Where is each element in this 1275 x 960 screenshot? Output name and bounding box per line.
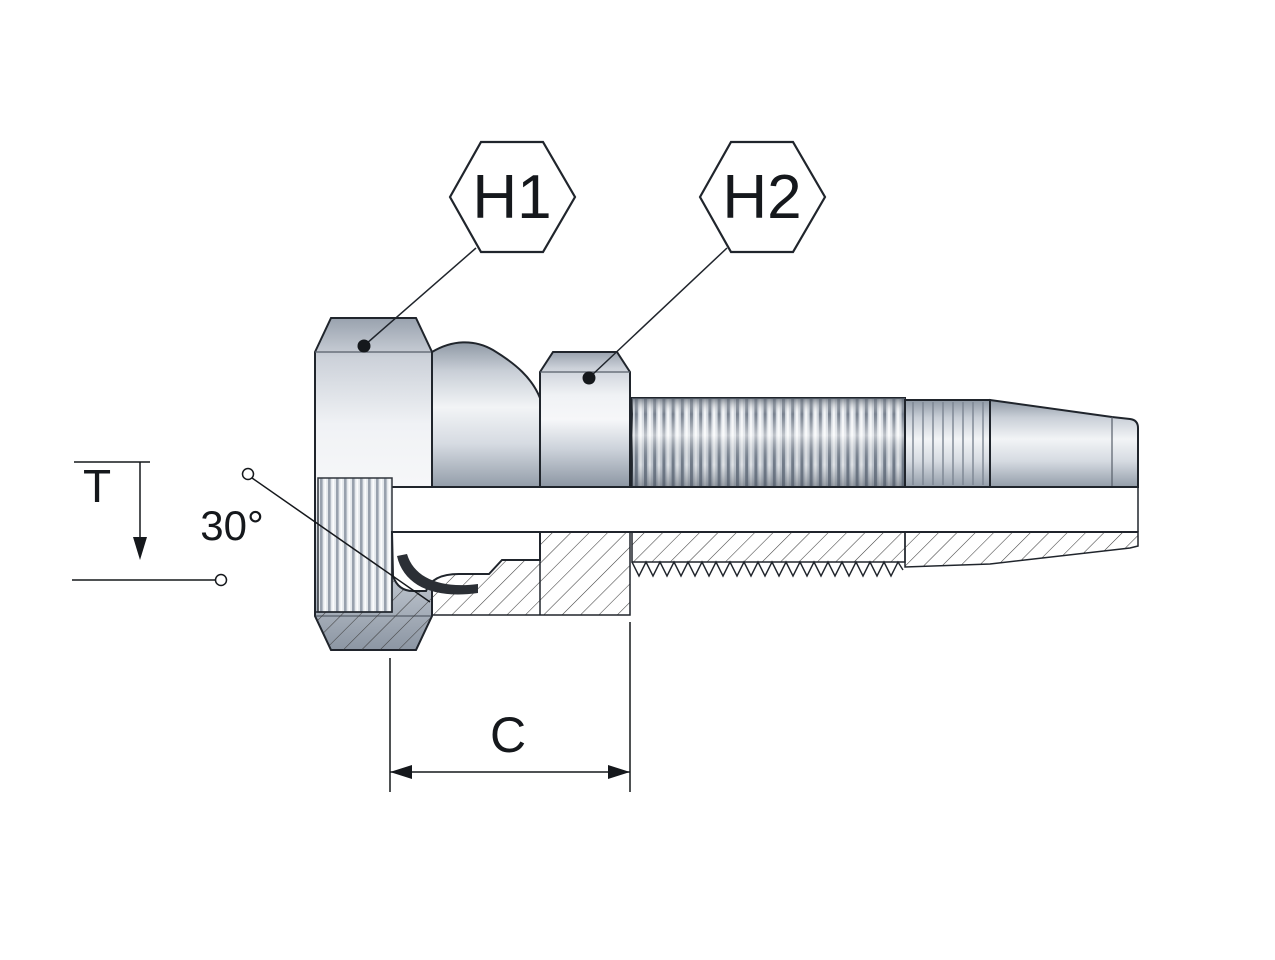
bore bbox=[390, 487, 1138, 532]
leader-dot-h2 bbox=[582, 371, 596, 385]
balloon-h2: H2 bbox=[582, 140, 827, 385]
leader-dot-h1 bbox=[357, 339, 371, 353]
dim-c-arrow-right bbox=[608, 765, 630, 779]
seat-angle-label: 30° bbox=[200, 502, 264, 549]
section-thread bbox=[631, 531, 906, 563]
ferrule-ridge-lines bbox=[912, 402, 984, 485]
balloon-hexagon-h2 bbox=[698, 140, 827, 254]
tail-taper bbox=[989, 398, 1139, 488]
balloon-hexagon-h1 bbox=[448, 140, 577, 254]
dimension-seat-angle: 30° bbox=[200, 467, 431, 603]
male-thread-shading bbox=[632, 398, 905, 487]
balloon-h1-label: H1 bbox=[472, 163, 551, 232]
balloon-h2-label: H2 bbox=[722, 163, 801, 232]
balloon-h1: H1 bbox=[357, 140, 577, 353]
section-tail bbox=[904, 531, 1139, 568]
dimension-t: T bbox=[72, 460, 216, 581]
dim-t-arrow bbox=[133, 537, 147, 560]
dim-c-arrow-left bbox=[390, 765, 412, 779]
leader-line-h2 bbox=[590, 247, 728, 377]
nipple-groove bbox=[397, 554, 478, 595]
female-thread bbox=[317, 477, 393, 613]
ferrule-ridges bbox=[904, 399, 991, 488]
dimension-t-label: T bbox=[83, 460, 111, 512]
angle-slant-line bbox=[251, 477, 431, 603]
thread-root-sawtooth bbox=[631, 560, 904, 578]
angle-node-lower bbox=[214, 573, 228, 587]
dimension-c-label: C bbox=[490, 707, 526, 763]
dimension-c: C bbox=[389, 622, 631, 792]
fitting-body bbox=[314, 317, 1139, 651]
angle-node-upper bbox=[241, 467, 255, 481]
leader-line-h1 bbox=[365, 247, 477, 345]
